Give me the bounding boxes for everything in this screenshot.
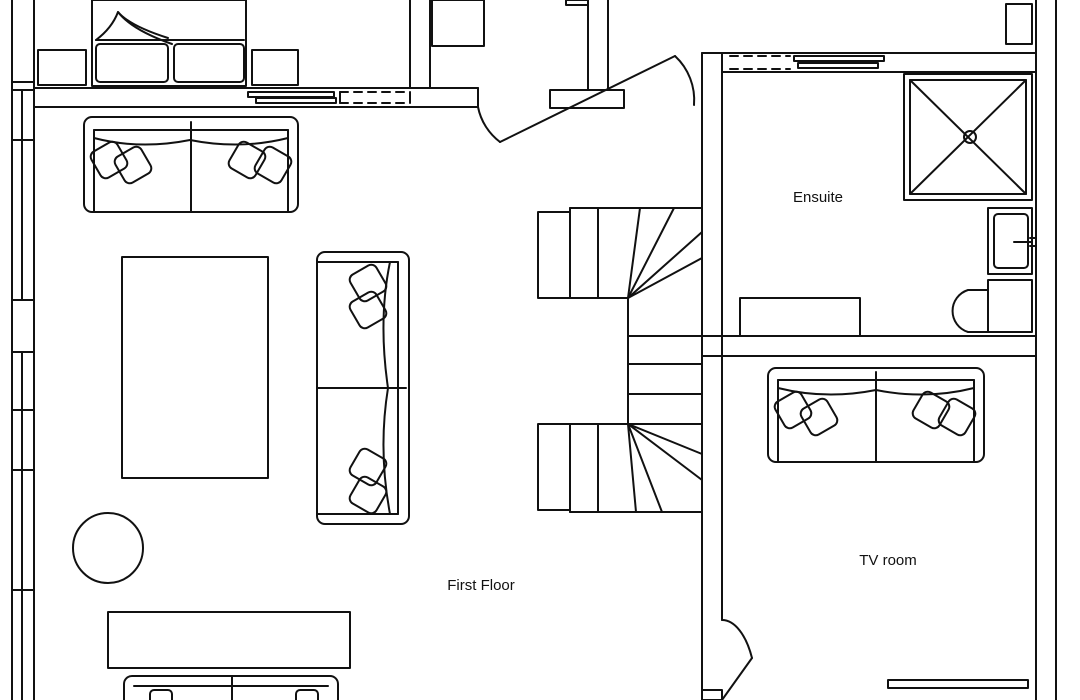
bedroom-partial	[37, 0, 485, 89]
toilet	[951, 279, 1033, 333]
label-ensuite: Ensuite	[793, 189, 843, 206]
rug	[121, 256, 269, 479]
sofa-bottom	[123, 675, 339, 700]
sideboard	[107, 611, 351, 669]
living-top-wall	[33, 87, 479, 108]
sofa-tv-room	[767, 367, 985, 463]
round-table	[72, 512, 144, 584]
main-door	[477, 55, 696, 143]
label-first-floor: First Floor	[447, 577, 515, 594]
tv-room-door	[701, 618, 753, 700]
sofa-center	[316, 251, 410, 525]
vanity	[739, 297, 861, 337]
sofa-top-left	[83, 116, 299, 213]
partition-walls	[701, 3, 1037, 700]
door-pier	[549, 0, 625, 109]
shower	[903, 73, 1033, 201]
tv-unit	[887, 679, 1029, 689]
staircase	[537, 207, 703, 513]
label-tv-room: TV room	[859, 552, 917, 569]
basin	[987, 207, 1037, 275]
exterior-walls	[11, 0, 1057, 700]
